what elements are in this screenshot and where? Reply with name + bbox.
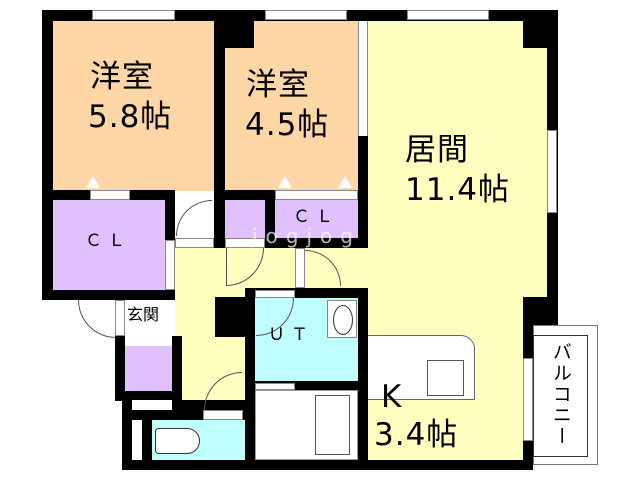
shoe-closet bbox=[125, 346, 172, 391]
balcony-window[interactable] bbox=[523, 358, 533, 441]
wall-left bbox=[42, 10, 53, 300]
closet-1-side-door bbox=[165, 240, 175, 290]
western-room-2 bbox=[225, 48, 358, 191]
pillar-room2 bbox=[214, 10, 254, 48]
watermark: jogjog bbox=[252, 224, 361, 248]
toilet-tank bbox=[132, 420, 142, 460]
wall-room1-room2 bbox=[214, 10, 225, 240]
window-living-right bbox=[547, 130, 557, 213]
room2-door-frame bbox=[225, 238, 265, 248]
window-room2 bbox=[265, 10, 347, 20]
balcony[interactable] bbox=[533, 335, 588, 457]
living-name: 居間 bbox=[405, 132, 469, 168]
window-room1 bbox=[92, 10, 175, 20]
western-room-1-name: 洋室 bbox=[90, 59, 154, 95]
utility-label: ＵＴ bbox=[268, 325, 314, 345]
closet-1-door bbox=[90, 190, 130, 200]
western-room-1-size: 5.8帖 bbox=[88, 99, 173, 135]
western-room-2-size: 4.5帖 bbox=[245, 107, 330, 143]
entrance[interactable] bbox=[125, 300, 175, 336]
western-room-2-top bbox=[254, 21, 358, 49]
living-size: 11.4帖 bbox=[405, 172, 511, 208]
bathroom[interactable] bbox=[255, 390, 358, 460]
pillar-living bbox=[523, 10, 558, 48]
washbasin bbox=[327, 300, 357, 338]
closet-2-arrow-1 bbox=[278, 176, 292, 188]
closet-2-arrow-2 bbox=[338, 176, 352, 188]
toilet-upper bbox=[132, 400, 172, 410]
shoe-closet-door bbox=[125, 336, 172, 346]
room1-door-swing[interactable] bbox=[176, 200, 212, 236]
wall-bottom bbox=[122, 460, 533, 470]
balcony-label: バルコニー bbox=[549, 342, 572, 447]
entrance-door-frame bbox=[115, 300, 125, 336]
ut-door-frame bbox=[255, 290, 295, 298]
closet-1 bbox=[53, 200, 165, 290]
bathtub bbox=[315, 395, 350, 455]
closet-2-label: ＣＬ bbox=[293, 207, 339, 227]
kitchen-sink bbox=[427, 360, 464, 396]
entrance-label: 玄関 bbox=[127, 305, 160, 324]
room1-door-frame bbox=[175, 238, 214, 248]
kitchen-name: K bbox=[381, 379, 403, 415]
entrance-door-swing[interactable] bbox=[78, 300, 116, 338]
closet-2-door bbox=[275, 190, 358, 200]
closet-2a bbox=[225, 200, 265, 238]
closet-1-arrow bbox=[86, 176, 100, 188]
closet-1-label: ＣＬ bbox=[85, 231, 131, 251]
partition-living bbox=[358, 21, 368, 137]
toilet-door-frame bbox=[203, 410, 243, 420]
western-room-2-name: 洋室 bbox=[246, 67, 310, 103]
window-living-top bbox=[407, 10, 489, 20]
closet-2 bbox=[275, 200, 358, 238]
bath-door-frame bbox=[255, 383, 295, 390]
kitchen-size: 3.4帖 bbox=[374, 417, 459, 453]
toilet-bowl bbox=[155, 428, 200, 454]
western-room-1 bbox=[53, 21, 214, 191]
washbasin-bowl bbox=[333, 305, 353, 335]
living-door-frame bbox=[295, 248, 305, 288]
